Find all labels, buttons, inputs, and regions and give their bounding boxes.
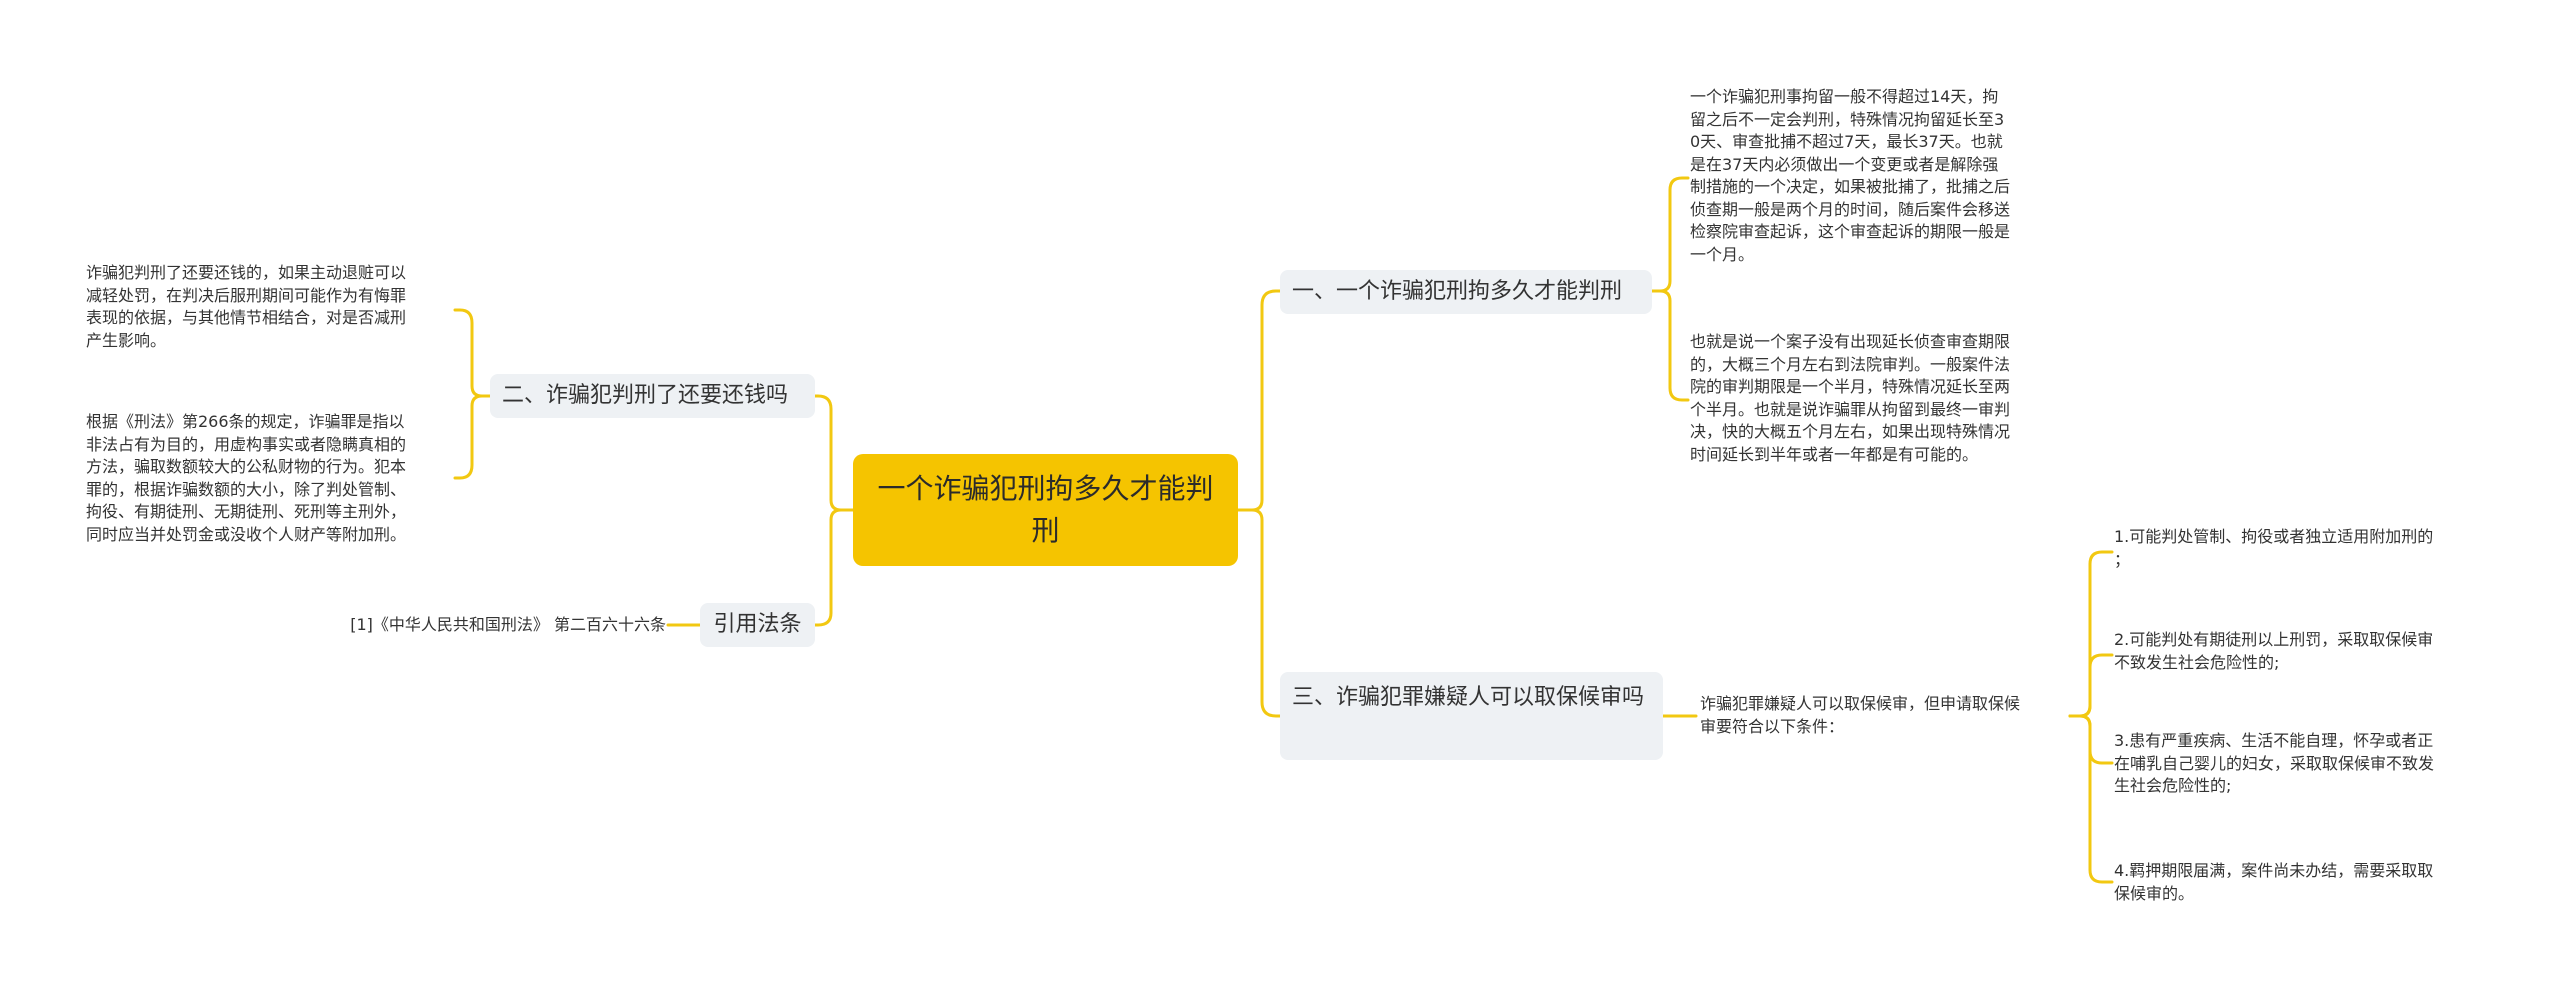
link-root-t4 [813, 508, 855, 627]
leaf-bail-conditions-intro[interactable]: 诈骗犯罪嫌疑人可以取保候审，但申请取保候 审要符合以下条件： [1700, 694, 2021, 736]
topic-label: 引用法条 [713, 612, 802, 637]
leaf-bail-condition-2[interactable]: 2.可能判处有期徒刑以上刑罚，采取取保候审 不致发生社会危险性的; [2114, 630, 2434, 672]
leaf-cited-law-reference[interactable]: [1]《中华人民共和国刑法》 第二百六十六条 [350, 615, 666, 634]
leaf-repay-detail[interactable]: 诈骗犯判刑了还要还钱的，如果主动退赃可以 减轻处罚，在判决后服刑期间可能作为有悔… [86, 263, 407, 350]
topic-cited-law[interactable]: 引用法条 [700, 603, 815, 647]
link-l3-c2 [2068, 653, 2114, 718]
topic-label: 三、诈骗犯罪嫌疑人可以取保候审吗 [1292, 685, 1645, 710]
link-t2-l2a [453, 308, 492, 398]
link-l3-c4 [2068, 714, 2114, 884]
leaf-detention-period-detail[interactable]: 一个诈骗犯刑事拘留一般不得超过14天，拘 留之后不一定会判刑，特殊情况拘留延长至… [1690, 87, 2011, 264]
root-topic-label: 一个诈骗犯刑拘多久才能判刑 [877, 472, 1214, 547]
topic-bail-pending-trial[interactable]: 三、诈骗犯罪嫌疑人可以取保候审吗 [1280, 672, 1663, 760]
leaf-criminal-law-article-266[interactable]: 根据《刑法》第266条的规定，诈骗罪是指以 非法占有为目的，用虚构事实或者隐瞒真… [86, 412, 407, 544]
leaf-bail-condition-3[interactable]: 3.患有严重疾病、生活不能自理，怀孕或者正 在哺乳自己婴儿的妇女，采取取保候审不… [2114, 731, 2435, 795]
link-t1-l1b [1650, 289, 1690, 402]
topic-repay-after-sentence[interactable]: 二、诈骗犯判刑了还要还钱吗 [490, 374, 815, 418]
link-root-t1 [1236, 289, 1282, 512]
root-topic[interactable]: 一个诈骗犯刑拘多久才能判刑 [853, 454, 1238, 566]
leaf-bail-condition-4[interactable]: 4.羁押期限届满，案件尚未办结，需要采取取 保候审的。 [2114, 861, 2434, 903]
link-root-t3 [1236, 508, 1282, 718]
link-root-t2 [813, 394, 855, 512]
leaf-trial-period-detail[interactable]: 也就是说一个案子没有出现延长侦查审查期限 的，大概三个月左右到法院审判。一般案件… [1690, 332, 2011, 464]
topic-label: 一、一个诈骗犯刑拘多久才能判刑 [1292, 279, 1623, 304]
topic-label: 二、诈骗犯判刑了还要还钱吗 [502, 383, 789, 408]
link-t2-l2b [453, 394, 492, 480]
topic-detention-duration[interactable]: 一、一个诈骗犯刑拘多久才能判刑 [1280, 270, 1652, 314]
leaf-bail-condition-1[interactable]: 1.可能判处管制、拘役或者独立适用附加刑的 ； [2114, 527, 2434, 569]
link-t1-l1a [1650, 176, 1690, 293]
